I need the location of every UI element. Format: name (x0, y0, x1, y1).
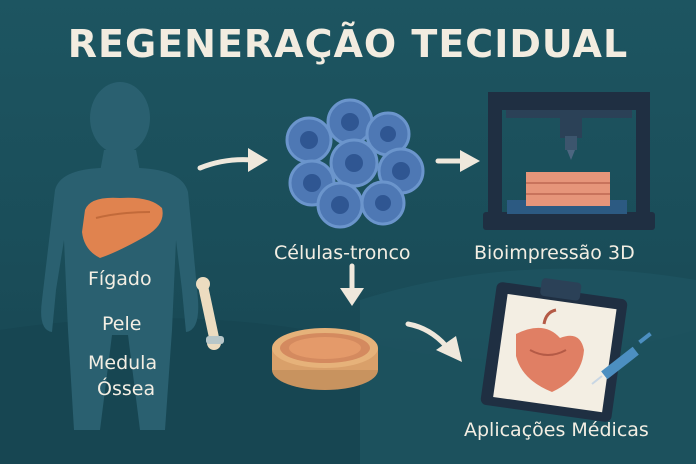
3d-bioprinter (483, 92, 655, 230)
label-bioprinting: Bioimpressão 3D (474, 242, 635, 264)
bone-icon (196, 277, 224, 350)
label-marrow-line1: Medula (88, 352, 158, 374)
arrow-right (197, 157, 255, 171)
label-skin: Pele (102, 313, 142, 335)
label-liver: Fígado (88, 268, 152, 290)
label-marrow-line2: Óssea (97, 378, 156, 400)
syringe-icon (591, 332, 652, 385)
stem-cell-cluster (285, 98, 425, 229)
diagram-title: REGENERAÇÃO TECIDUAL (67, 22, 629, 66)
petri-dish (272, 328, 378, 390)
label-medical-applications: Aplicações Médicas (464, 419, 649, 441)
clipboard-heart (480, 278, 628, 422)
arrow-right (405, 321, 449, 349)
human-silhouette (41, 82, 199, 430)
label-stem-cells: Células-tronco (274, 242, 411, 264)
